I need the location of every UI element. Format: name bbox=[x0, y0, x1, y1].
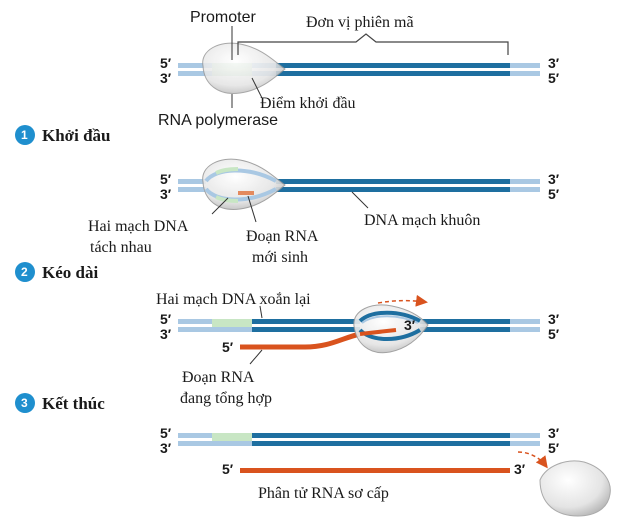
dna-top-strand-dark bbox=[276, 63, 510, 68]
dna-bottom-strand-light-left bbox=[178, 441, 252, 446]
stage-elongation: Hai mạch DNA xoắn lại Đoạn RNA đang tổng… bbox=[156, 291, 560, 407]
step-3-header: 3 Kết thúc bbox=[15, 393, 105, 413]
released-polymerase bbox=[539, 460, 611, 517]
dna-bottom-strand-dark bbox=[252, 327, 360, 332]
end-three-prime: 3′ bbox=[160, 440, 172, 456]
rna-three-prime: 3′ bbox=[404, 317, 416, 333]
promoter-region bbox=[212, 438, 252, 441]
end-three-prime: 3′ bbox=[548, 55, 560, 71]
rna-five-prime: 5′ bbox=[222, 339, 234, 355]
dna-bottom-strand-dark bbox=[420, 327, 510, 332]
stage-initial: Promoter Đơn vị phiên mã Điểm khởi đầu R… bbox=[158, 9, 560, 129]
start-point-pointer bbox=[251, 77, 263, 99]
template-strand-label: DNA mạch khuôn bbox=[364, 212, 480, 229]
step-2-header: 2 Kéo dài bbox=[15, 262, 98, 282]
rna-in-bubble bbox=[359, 328, 397, 336]
step-3-number: 3 bbox=[21, 396, 28, 410]
unwound-dna-label: tách nhau bbox=[90, 239, 152, 256]
direction-arrow bbox=[377, 294, 428, 307]
dna-top-strand-dark bbox=[420, 319, 510, 324]
rna-transcript bbox=[240, 331, 361, 350]
rna-polymerase-label: RNA polymerase bbox=[158, 112, 278, 129]
dna-bottom-strand-light-right bbox=[510, 71, 540, 76]
rna-polymerase-shape bbox=[202, 158, 286, 210]
end-five-prime: 5′ bbox=[160, 425, 172, 441]
end-five-prime: 5′ bbox=[548, 70, 560, 86]
dna-bottom-strand-light-right bbox=[510, 187, 540, 192]
dna-bottom-strand-dark bbox=[276, 187, 510, 192]
nascent-rna-label: mới sinh bbox=[252, 249, 308, 266]
end-three-prime: 3′ bbox=[548, 171, 560, 187]
rna-five-prime: 5′ bbox=[222, 461, 234, 477]
rna-three-prime: 3′ bbox=[514, 461, 526, 477]
dna-bottom-strand-light-right bbox=[510, 327, 540, 332]
end-five-prime: 5′ bbox=[160, 311, 172, 327]
rewound-pointer bbox=[259, 305, 263, 319]
step-2-title: Kéo dài bbox=[42, 263, 98, 282]
start-point-label: Điểm khởi đầu bbox=[260, 95, 356, 112]
dna-top-strand-light-right bbox=[510, 63, 540, 68]
end-five-prime: 5′ bbox=[548, 186, 560, 202]
template-pointer bbox=[351, 191, 369, 209]
release-arrow bbox=[517, 451, 548, 469]
unwound-top-strand bbox=[358, 310, 421, 323]
unwound-top-strand-light bbox=[361, 315, 419, 324]
dna-bottom-strand-light-left bbox=[178, 327, 252, 332]
end-three-prime: 3′ bbox=[160, 186, 172, 202]
unwound-dna-label: Hai mạch DNA bbox=[88, 218, 189, 235]
end-three-prime: 3′ bbox=[548, 425, 560, 441]
stage-termination: Phân tử RNA sơ cấp 5′ 3′ 3′ 5′ 5′ 3′ bbox=[160, 425, 611, 517]
step-3-badge bbox=[15, 393, 35, 413]
transcript-pointer bbox=[249, 349, 263, 365]
step-2-number: 2 bbox=[21, 265, 28, 279]
nascent-rna-label: Đoạn RNA bbox=[246, 228, 319, 245]
end-three-prime: 3′ bbox=[548, 311, 560, 327]
dna-top-strand-light-right bbox=[510, 433, 540, 438]
end-five-prime: 5′ bbox=[160, 171, 172, 187]
rna-polymerase-shape bbox=[202, 42, 286, 94]
dna-top-strand-dark bbox=[252, 433, 510, 438]
completed-rna-label: Phân tử RNA sơ cấp bbox=[258, 485, 389, 502]
transcription-unit-label: Đơn vị phiên mã bbox=[306, 14, 414, 31]
rewound-dna-label: Hai mạch DNA xoắn lại bbox=[156, 291, 311, 308]
step-1-number: 1 bbox=[21, 128, 28, 142]
promoter-segment bbox=[215, 167, 239, 175]
rna-transcript-label: đang tổng hợp bbox=[180, 390, 272, 407]
end-five-prime: 5′ bbox=[548, 326, 560, 342]
dna-bottom-strand-dark bbox=[252, 441, 510, 446]
rna-transcript-label: Đoạn RNA bbox=[182, 369, 255, 386]
end-five-prime: 5′ bbox=[160, 55, 172, 71]
step-3-title: Kết thúc bbox=[42, 394, 105, 413]
step-1-title: Khởi đầu bbox=[42, 126, 110, 145]
dna-bottom-strand-light-right bbox=[510, 441, 540, 446]
step-2-badge bbox=[15, 262, 35, 282]
promoter-region bbox=[212, 324, 252, 327]
nascent-rna-pointer bbox=[247, 195, 257, 223]
end-three-prime: 3′ bbox=[160, 70, 172, 86]
dna-top-strand-light-right bbox=[510, 319, 540, 324]
dna-bottom-strand-light-left bbox=[178, 187, 206, 192]
end-three-prime: 3′ bbox=[160, 326, 172, 342]
step-1-badge bbox=[15, 125, 35, 145]
dna-top-strand-light-left bbox=[178, 179, 206, 184]
dna-top-strand-light-right bbox=[510, 179, 540, 184]
promoter-label: Promoter bbox=[190, 9, 256, 26]
end-five-prime: 5′ bbox=[548, 440, 560, 456]
stage-initiation: Hai mạch DNA tách nhau Đoạn RNA mới sinh… bbox=[88, 158, 560, 266]
unwound-pointer bbox=[211, 197, 229, 215]
step-1-header: 1 Khởi đầu bbox=[15, 125, 110, 145]
dna-bottom-strand-dark bbox=[276, 71, 510, 76]
dna-top-strand-dark bbox=[276, 179, 510, 184]
completed-rna bbox=[240, 468, 510, 473]
transcription-unit-brace bbox=[237, 33, 509, 55]
dna-top-strand-dark bbox=[252, 319, 360, 324]
